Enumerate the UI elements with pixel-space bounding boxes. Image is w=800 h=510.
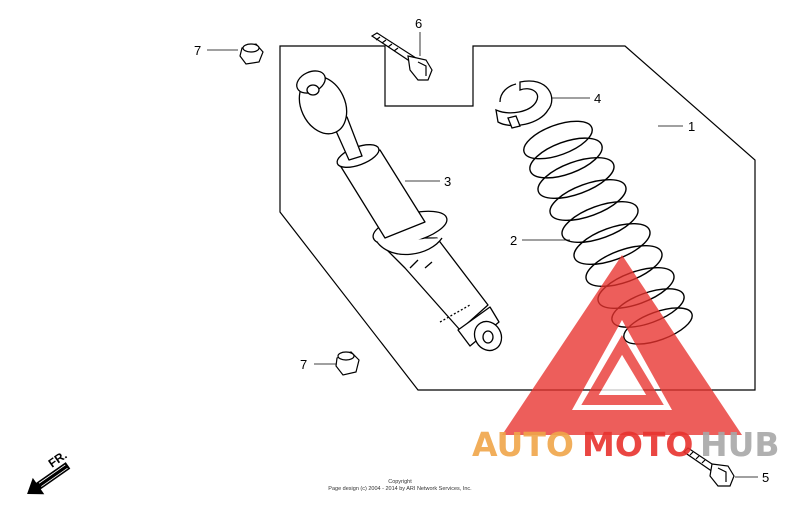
shock-absorber-part bbox=[296, 70, 503, 352]
assembly-outline bbox=[279, 45, 756, 391]
watermark-auto: AUTO bbox=[472, 425, 574, 464]
copyright-line-1: Copyright bbox=[388, 479, 412, 485]
watermark-moto: MOTO bbox=[582, 425, 693, 464]
callout-7-top: 7 bbox=[194, 43, 201, 58]
watermark-hub: HUB bbox=[700, 425, 780, 464]
callout-3: 3 bbox=[444, 174, 451, 189]
callout-leaders bbox=[207, 32, 758, 478]
callout-5: 5 bbox=[762, 470, 769, 485]
callout-6: 6 bbox=[415, 16, 422, 31]
callout-1: 1 bbox=[688, 119, 695, 134]
watermark-text: AUTO MOTO HUB bbox=[472, 425, 780, 464]
watermark-triangle-icon bbox=[502, 255, 742, 435]
nut-part-7-top bbox=[239, 43, 264, 65]
callout-7-bottom: 7 bbox=[300, 357, 307, 372]
arrow-fr-icon bbox=[27, 462, 71, 495]
bolt-part-5 bbox=[683, 447, 735, 487]
callout-4: 4 bbox=[594, 91, 601, 106]
copyright-line-2: Page design (c) 2004 - 2014 by ARI Netwo… bbox=[328, 486, 472, 492]
spring-seat-stopper-part bbox=[495, 80, 553, 129]
nut-part-7-bottom bbox=[335, 351, 360, 376]
bolt-part-6 bbox=[370, 32, 433, 81]
callout-2: 2 bbox=[510, 233, 517, 248]
